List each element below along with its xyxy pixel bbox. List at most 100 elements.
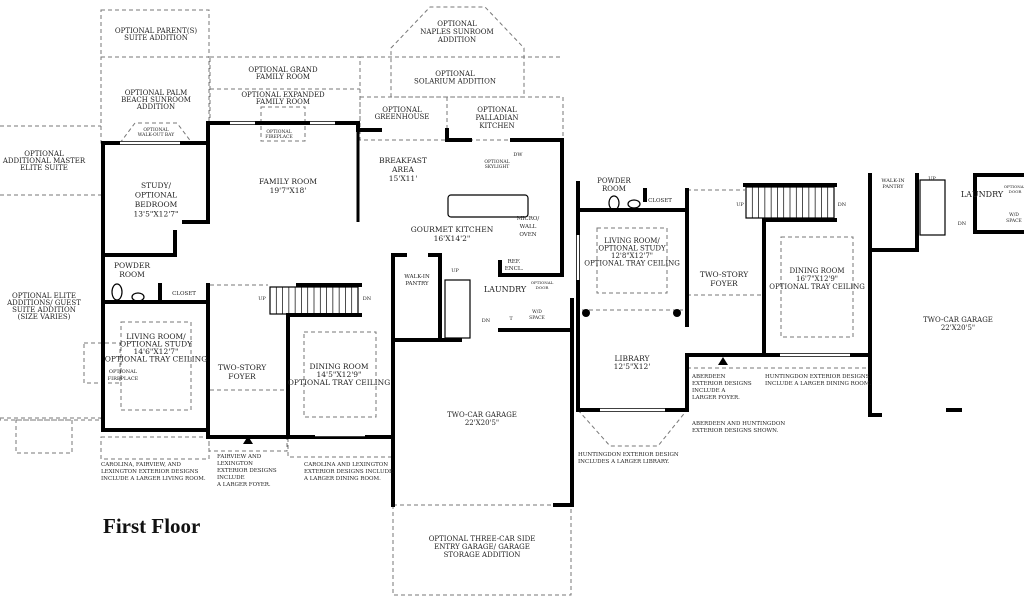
label-line: FOYER xyxy=(710,279,738,288)
label-parent-suite: OPTIONAL PARENT(S)SUITE ADDITION xyxy=(115,27,197,42)
label-line: DN xyxy=(958,221,967,227)
label-line: OPTIONAL THREE-CAR SIDE xyxy=(429,535,536,543)
page-title: First Floor xyxy=(103,514,200,538)
stairs xyxy=(111,179,946,444)
label-line: W/D xyxy=(1009,212,1019,218)
label-line: OPTIONAL xyxy=(24,150,64,158)
label-line: OPTIONAL TRAY CEILING xyxy=(288,378,390,387)
label-line: 13'5"X12'7" xyxy=(134,210,179,219)
label-line: OPTIONAL TRAY CEILING xyxy=(105,355,207,364)
label-line: OPTIONAL PARENT(S) xyxy=(115,27,197,35)
label-line: ELITE SUITE xyxy=(20,164,68,172)
entry-arrow-icon xyxy=(718,357,728,365)
walls xyxy=(101,121,1024,507)
label-line: BEDROOM xyxy=(135,200,178,209)
label-line: OVEN xyxy=(519,232,536,238)
label-line: KITCHEN xyxy=(479,122,514,130)
label-line: FAMILY ROOM xyxy=(256,98,310,106)
label-line: FOYER xyxy=(228,372,256,381)
label-line: OPTIONAL PALM xyxy=(125,89,188,97)
label-line: OPTIONAL xyxy=(382,106,422,114)
label-line: 22'X20'5" xyxy=(465,419,499,427)
label-line: OPTIONAL STUDY xyxy=(120,340,193,349)
label-line: LIVING ROOM/ xyxy=(604,237,660,245)
label-line: INCLUDES A LARGER LIBRARY. xyxy=(578,459,670,465)
label-line: LAUNDRY xyxy=(484,285,527,294)
label-line: UP xyxy=(451,268,459,274)
label-line: ENTRY GARAGE/ GARAGE xyxy=(434,543,530,551)
label-up1: UP xyxy=(258,296,266,302)
label-line: LIBRARY xyxy=(615,354,651,363)
label-line: CLOSET xyxy=(172,291,196,297)
label-up2: UP xyxy=(451,268,459,274)
label-line: CLOSET xyxy=(648,198,672,204)
label-line: OPTIONAL xyxy=(1004,184,1024,189)
label-line: OPTIONAL EXPANDED xyxy=(241,91,325,99)
label-line: WALK-IN xyxy=(881,178,905,184)
label-r-up2: UP xyxy=(928,176,936,182)
label-line: 16'X14'2" xyxy=(434,234,471,243)
label-laundry: LAUNDRY xyxy=(484,285,527,294)
label-line: MICRO/ xyxy=(517,216,540,222)
label-line: OPTIONAL ELITE xyxy=(12,292,76,300)
label-line: LEXINGTON EXTERIOR DESIGNS xyxy=(101,469,199,475)
label-line: SPACE xyxy=(529,315,545,321)
label-line: AREA xyxy=(391,165,415,174)
label-line: WALK-IN xyxy=(404,274,430,280)
room-labels: OPTIONAL PARENT(S)SUITE ADDITIONOPTIONAL… xyxy=(2,20,1024,559)
label-line: INCLUDE A LARGER LIVING ROOM. xyxy=(101,476,206,482)
label-line: SPACE xyxy=(1006,218,1022,224)
label-line: HUNTINGDON EXTERIOR DESIGNS xyxy=(765,374,870,380)
label-r-dn2: DN xyxy=(958,221,967,227)
label-line: FAMILY ROOM xyxy=(259,177,317,186)
label-line: ADDITIONAL MASTER xyxy=(2,157,86,165)
label-line: ADDITION xyxy=(136,103,175,111)
label-line: ENCL. xyxy=(505,266,524,272)
label-line: 19'7"X18' xyxy=(270,186,307,195)
label-line: GOURMET KITCHEN xyxy=(411,225,494,234)
label-line: OPTIONAL xyxy=(437,20,477,28)
label-line: TWO-CAR GARAGE xyxy=(923,316,993,324)
label-r-dn1: DN xyxy=(838,202,847,208)
label-t: T xyxy=(509,316,513,322)
label-line: UP xyxy=(258,296,266,302)
label-line: PANTRY xyxy=(405,281,429,287)
label-line: T xyxy=(509,316,513,322)
label-line: GREENHOUSE xyxy=(375,113,430,121)
label-line: 16'7"X12'9" xyxy=(796,275,838,283)
label-line: DN xyxy=(482,318,491,324)
label-line: OPTIONAL xyxy=(484,159,509,165)
label-line: ADDITION xyxy=(437,36,476,44)
label-line: BEACH SUNROOM xyxy=(121,96,191,104)
label-line: PANTRY xyxy=(882,184,904,190)
label-line: TWO-CAR GARAGE xyxy=(447,411,517,419)
label-line: FAMILY ROOM xyxy=(256,73,310,81)
label-line: SUITE ADDITION xyxy=(12,306,76,314)
label-line: UP xyxy=(736,202,744,208)
label-line: TWO-STORY xyxy=(700,270,749,279)
label-line: OPTIONAL xyxy=(143,127,168,133)
